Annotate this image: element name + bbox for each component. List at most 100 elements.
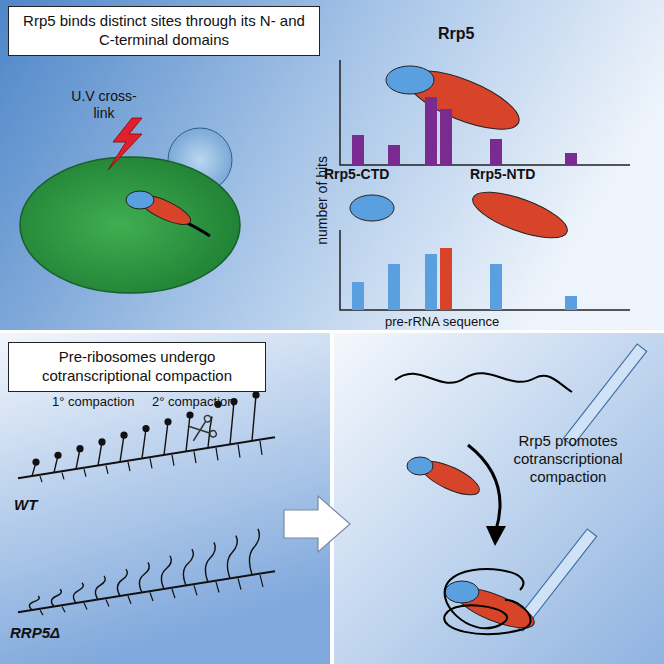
yeast-cell: [20, 157, 240, 293]
label: Rrp5: [438, 24, 498, 43]
nascent-transcript: [142, 428, 146, 458]
nascent-transcript: [194, 585, 197, 595]
hit-bar: [388, 264, 400, 310]
nascent-transcript: [73, 583, 83, 603]
nascent-transcript: [139, 562, 149, 592]
label: RRP5Δ: [10, 624, 80, 642]
terminal-knob: [32, 458, 39, 465]
terminal-knob: [76, 445, 83, 452]
rrp5-ctd: [350, 195, 394, 221]
nascent-transcript: [216, 582, 219, 593]
hit-bar: [352, 282, 364, 310]
nascent-transcript: [84, 469, 86, 477]
hit-bar: [490, 264, 502, 310]
pre-rrna-strand: [395, 373, 572, 392]
nascent-transcript: [29, 596, 39, 610]
rdna-trunk: [18, 437, 275, 478]
chart-axis: [340, 60, 630, 165]
rrp5-ctd: [407, 457, 433, 475]
nascent-transcript: [249, 529, 259, 575]
hit-bar: [388, 145, 400, 165]
label: WT: [14, 496, 54, 514]
nascent-transcript: [128, 462, 130, 471]
nascent-transcript: [150, 458, 152, 468]
heading-text: Rrp5 binds distinct sites through its N-…: [17, 12, 311, 50]
rrp5-ctd: [445, 581, 479, 603]
nascent-transcript: [51, 589, 61, 606]
nascent-transcript: [194, 451, 196, 463]
label: Rrp5 promotes cotranscriptional compacti…: [498, 432, 638, 486]
hit-bar: [425, 97, 437, 165]
block-arrow: [284, 496, 350, 552]
rrp5-ctd: [386, 66, 434, 94]
hit-bar: [440, 248, 452, 310]
terminal-knob: [186, 411, 193, 418]
nascent-transcript: [205, 542, 215, 582]
nascent-transcript: [183, 549, 193, 585]
process-arrow: [468, 445, 500, 530]
nascent-transcript: [161, 556, 171, 589]
left-panel: [0, 333, 330, 664]
nascent-transcript: [95, 576, 105, 600]
nascent-transcript: [164, 422, 168, 455]
rdna-trunk: [18, 571, 275, 612]
nascent-transcript: [150, 592, 153, 601]
heading-box: Rrp5 binds distinct sites through its N-…: [8, 6, 320, 56]
label: Rrp5-CTD: [324, 166, 414, 183]
heading-box: Pre-ribosomes undergo cotranscriptional …: [8, 342, 266, 392]
top-panel: [0, 0, 664, 330]
nascent-transcript: [62, 607, 65, 613]
nascent-transcript: [120, 435, 124, 462]
hit-bar: [425, 254, 437, 310]
nascent-transcript: [216, 448, 218, 460]
heading-text: Pre-ribosomes undergo cotranscriptional …: [17, 348, 257, 386]
terminal-knob: [142, 425, 149, 432]
illustration-part: [209, 430, 217, 438]
terminal-knob: [98, 438, 105, 445]
terminal-knob: [252, 391, 259, 398]
label: 1° compaction: [52, 394, 152, 410]
nascent-transcript: [106, 600, 109, 607]
uv-lightning: [108, 118, 142, 170]
nascent-transcript: [238, 444, 240, 457]
label: U.V cross-link: [66, 88, 142, 122]
hit-bar: [352, 135, 364, 165]
nascent-transcript: [252, 395, 256, 441]
nascent-transcript: [238, 578, 241, 589]
right-panel: [334, 333, 664, 664]
illustration-part: [188, 420, 210, 439]
hit-bar: [565, 153, 577, 165]
illustration-part: [189, 422, 211, 441]
chart-axis: [340, 230, 630, 310]
nascent-transcript: [62, 473, 64, 480]
label: Rrp5-NTD: [470, 166, 560, 183]
label: 2° compaction: [152, 394, 252, 410]
nascent-transcript: [260, 441, 262, 455]
nascent-transcript: [186, 415, 190, 451]
nascent-transcript: [227, 536, 237, 579]
compacted-rrna: [444, 569, 530, 634]
illustration-part: [18, 391, 275, 615]
nascent-transcript: [117, 569, 127, 596]
nascent-transcript: [260, 575, 263, 587]
terminal-knob: [54, 452, 61, 459]
nascent-transcript: [172, 455, 174, 466]
label: number of hits: [314, 150, 331, 250]
rrp5-ctd: [126, 191, 154, 209]
rrp5-ntd: [468, 183, 573, 247]
scissors-symbol: [187, 415, 217, 444]
hit-bar: [440, 109, 452, 165]
nascent-transcript: [128, 596, 131, 604]
nascent-transcript: [106, 466, 108, 474]
nascent-transcript: [40, 610, 43, 615]
nascent-transcript: [40, 476, 42, 482]
hit-bar: [565, 296, 577, 310]
nascent-transcript: [172, 589, 175, 598]
terminal-knob: [120, 432, 127, 439]
arrowhead: [486, 526, 506, 546]
nascent-transcript: [84, 603, 87, 609]
chromatin-bar: [563, 344, 646, 446]
illustration-part: [203, 415, 211, 423]
hit-bar: [490, 139, 502, 165]
terminal-knob: [164, 418, 171, 425]
